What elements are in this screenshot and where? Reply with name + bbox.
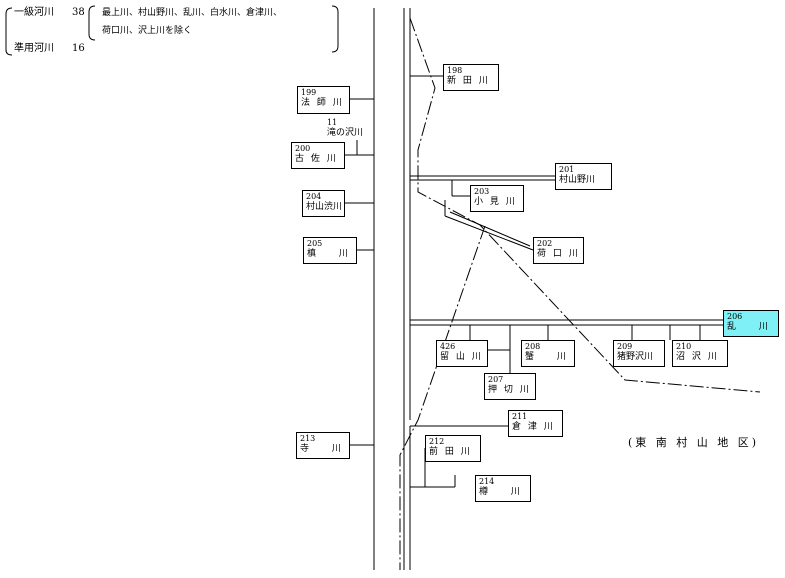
river-box-211: 211 倉 津 川 <box>508 410 563 437</box>
river-box-210: 210 沼 沢 川 <box>672 340 728 367</box>
river-name: 槙 川 <box>307 249 350 259</box>
river-number: 11 <box>327 118 338 127</box>
river-number: 207 <box>488 375 504 384</box>
river-box-426: 426 留 山 川 <box>436 340 488 367</box>
river-name: 留 山 川 <box>440 352 483 362</box>
river-name: 新 田 川 <box>447 76 490 86</box>
region-label: (東 南 村 山 地 区) <box>628 436 760 449</box>
river-box-207: 207 押 切 川 <box>484 373 536 400</box>
river-number: 211 <box>512 412 528 421</box>
river-name: 古 佐 川 <box>295 154 338 164</box>
river-number: 205 <box>307 239 323 248</box>
river-box-205: 205 槙 川 <box>303 237 357 264</box>
river-number: 200 <box>295 144 311 153</box>
river-name: 寺 川 <box>300 444 343 454</box>
river-box-206: 206 乱 川 <box>723 310 779 337</box>
river-box-202: 202 荷 口 川 <box>533 237 584 264</box>
river-number: 426 <box>440 342 456 351</box>
river-name: 前 田 川 <box>429 447 472 457</box>
river-number: 210 <box>676 342 692 351</box>
river-number: 203 <box>474 187 490 196</box>
river-name: 樽 川 <box>479 487 522 497</box>
river-number: 208 <box>525 342 541 351</box>
river-box-208: 208 蟹 川 <box>521 340 575 367</box>
river-name: 小 見 川 <box>474 197 517 207</box>
boundary-line-east <box>409 17 761 393</box>
river-number: 199 <box>301 88 317 97</box>
excluded-line1: 最上川、村山野川、乱川、白水川、倉津川、 <box>102 8 283 18</box>
river-box-209: 209 猪野沢川 <box>613 340 665 367</box>
river-box-212: 212 前 田 川 <box>425 435 481 462</box>
river-number: 214 <box>479 477 495 486</box>
river-box-213: 213 寺 川 <box>296 432 350 459</box>
river-box-214: 214 樽 川 <box>475 475 531 502</box>
river-name: 押 切 川 <box>488 385 531 395</box>
river-number: 201 <box>559 165 575 174</box>
excluded-line2: 荷口川、沢上川を除く <box>102 26 193 36</box>
river-number: 212 <box>429 437 445 446</box>
river-name: 沼 沢 川 <box>676 352 719 362</box>
river-number: 202 <box>537 239 553 248</box>
class1-count: 38 <box>72 7 85 18</box>
quasi-count: 16 <box>72 43 85 54</box>
river-box-203: 203 小 見 川 <box>470 185 524 212</box>
river-box-198: 198 新 田 川 <box>443 64 499 91</box>
river-number: 206 <box>727 312 743 321</box>
river-box-199: 199 法 師 川 <box>297 86 350 114</box>
river-name: 荷 口 川 <box>537 249 580 259</box>
boundary-line-south <box>399 225 486 570</box>
river-box-204: 204 村山渋川 <box>302 190 345 217</box>
river-number: 198 <box>447 66 463 75</box>
quasi-label: 準用河川 <box>14 43 54 54</box>
river-name: 猪野沢川 <box>617 352 654 362</box>
class1-label: 一級河川 <box>14 7 54 18</box>
river-name: 村山渋川 <box>306 202 343 212</box>
river-name: 法 師 川 <box>301 98 344 108</box>
river-number: 213 <box>300 434 316 443</box>
river-number: 209 <box>617 342 633 351</box>
river-name: 倉 津 川 <box>512 422 555 432</box>
river-name: 乱 川 <box>727 322 770 332</box>
river-name: 蟹 川 <box>525 352 568 362</box>
river-name: 滝の沢川 <box>327 128 364 138</box>
river-box-200: 200 古 佐 川 <box>291 142 345 169</box>
river-number: 204 <box>306 192 322 201</box>
river-name: 村山野川 <box>559 175 596 185</box>
label-11: 11 滝の沢川 <box>327 118 363 138</box>
river-box-201: 201 村山野川 <box>555 163 612 190</box>
